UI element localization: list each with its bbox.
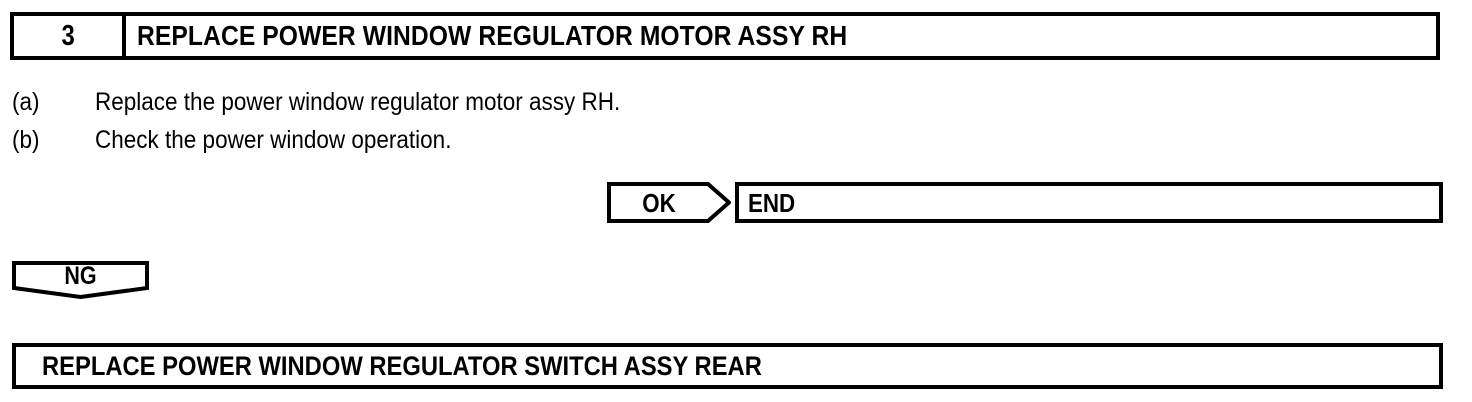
instruction-list: (a) Replace the power window regulator m… [12,90,1012,166]
right-arrow-pentagon-icon [607,182,731,223]
instruction-marker: (b) [12,126,40,154]
instruction-text: Check the power window operation. [95,126,452,154]
end-box: END [735,182,1443,223]
end-label: END [748,187,796,218]
instruction-marker: (a) [12,88,40,116]
result-action-bar: REPLACE POWER WINDOW REGULATOR SWITCH AS… [12,343,1443,389]
instruction-text: Replace the power window regulator motor… [95,88,621,116]
step-number: 3 [61,19,75,52]
result-action-text: REPLACE POWER WINDOW REGULATOR SWITCH AS… [42,350,762,381]
ok-arrow-tag: OK [607,182,731,223]
step-number-cell: 3 [14,16,126,56]
ng-label: NG [64,261,97,290]
step-title-cell: REPLACE POWER WINDOW REGULATOR MOTOR ASS… [126,16,1436,56]
down-arrow-pentagon-icon [12,261,149,299]
ng-arrow-tag: NG [12,261,149,299]
instruction-item: (b) Check the power window operation. [12,128,1012,166]
step-header-bar: 3 REPLACE POWER WINDOW REGULATOR MOTOR A… [10,12,1440,60]
step-title: REPLACE POWER WINDOW REGULATOR MOTOR ASS… [137,20,848,51]
ok-label: OK [642,187,676,218]
instruction-item: (a) Replace the power window regulator m… [12,90,1012,128]
